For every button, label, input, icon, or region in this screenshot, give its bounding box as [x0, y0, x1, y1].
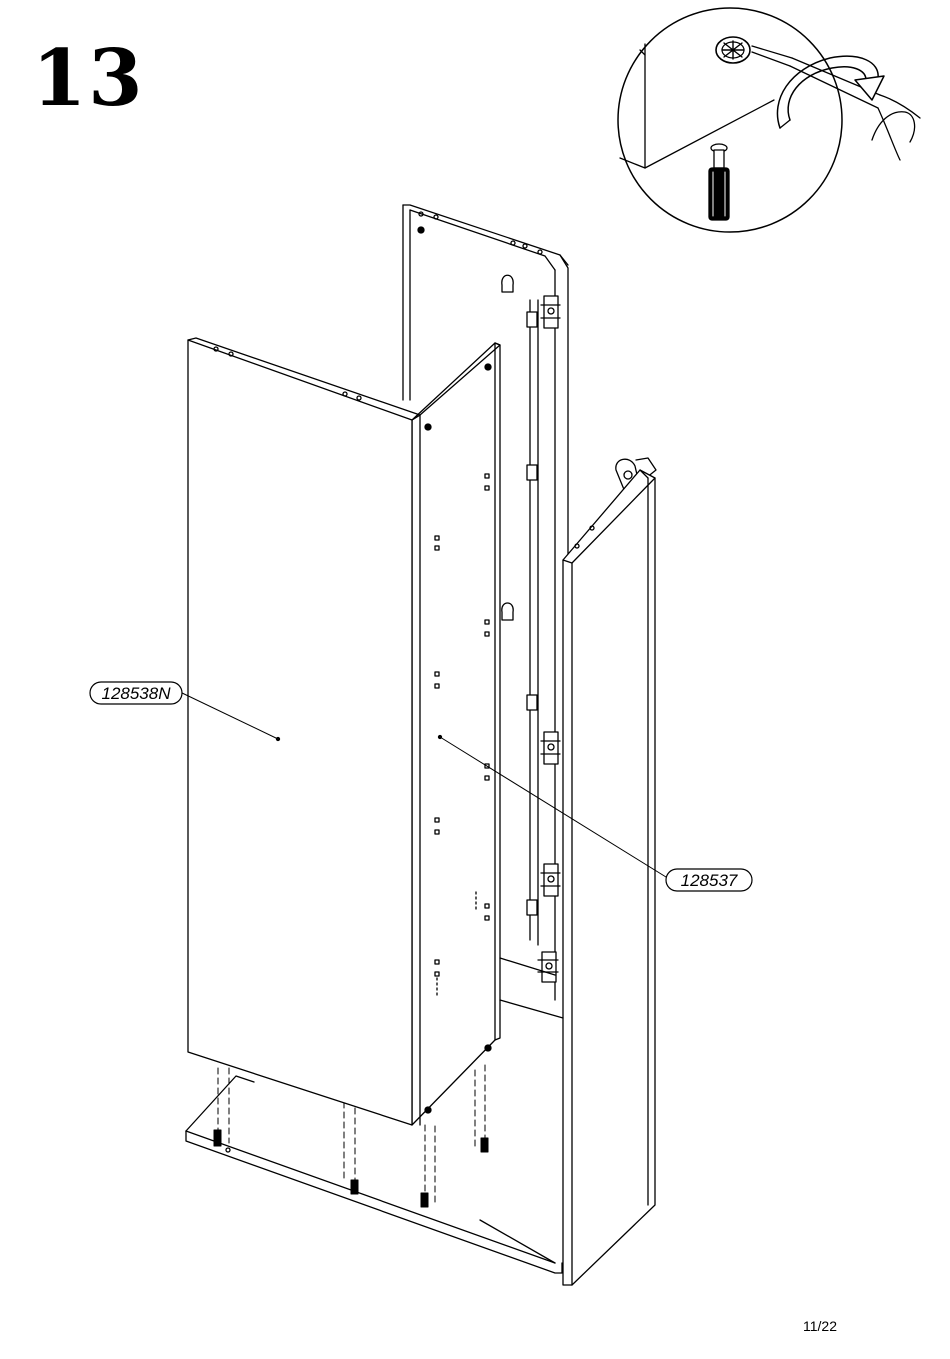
hinge-icon	[541, 732, 560, 764]
detail-panel-edge	[645, 44, 774, 168]
part-label-128538N: 128538N	[90, 682, 182, 704]
screw-detail-inset	[618, 8, 920, 232]
part-number-label: 128537	[681, 871, 738, 890]
left-side-panel	[180, 338, 420, 1125]
hinge-icon	[541, 864, 560, 896]
part-label-128537: 128537	[666, 869, 752, 891]
screwdriver-icon	[752, 46, 920, 160]
screw-head-icon	[716, 37, 750, 63]
hinge-icon	[541, 296, 560, 328]
page-number: 11/22	[803, 1318, 837, 1334]
hinge-icon	[538, 952, 558, 982]
hinges	[538, 296, 656, 982]
part-number-label: 128538N	[101, 684, 171, 703]
cam-bolt-icon	[709, 144, 729, 220]
door-panel	[563, 470, 655, 1285]
